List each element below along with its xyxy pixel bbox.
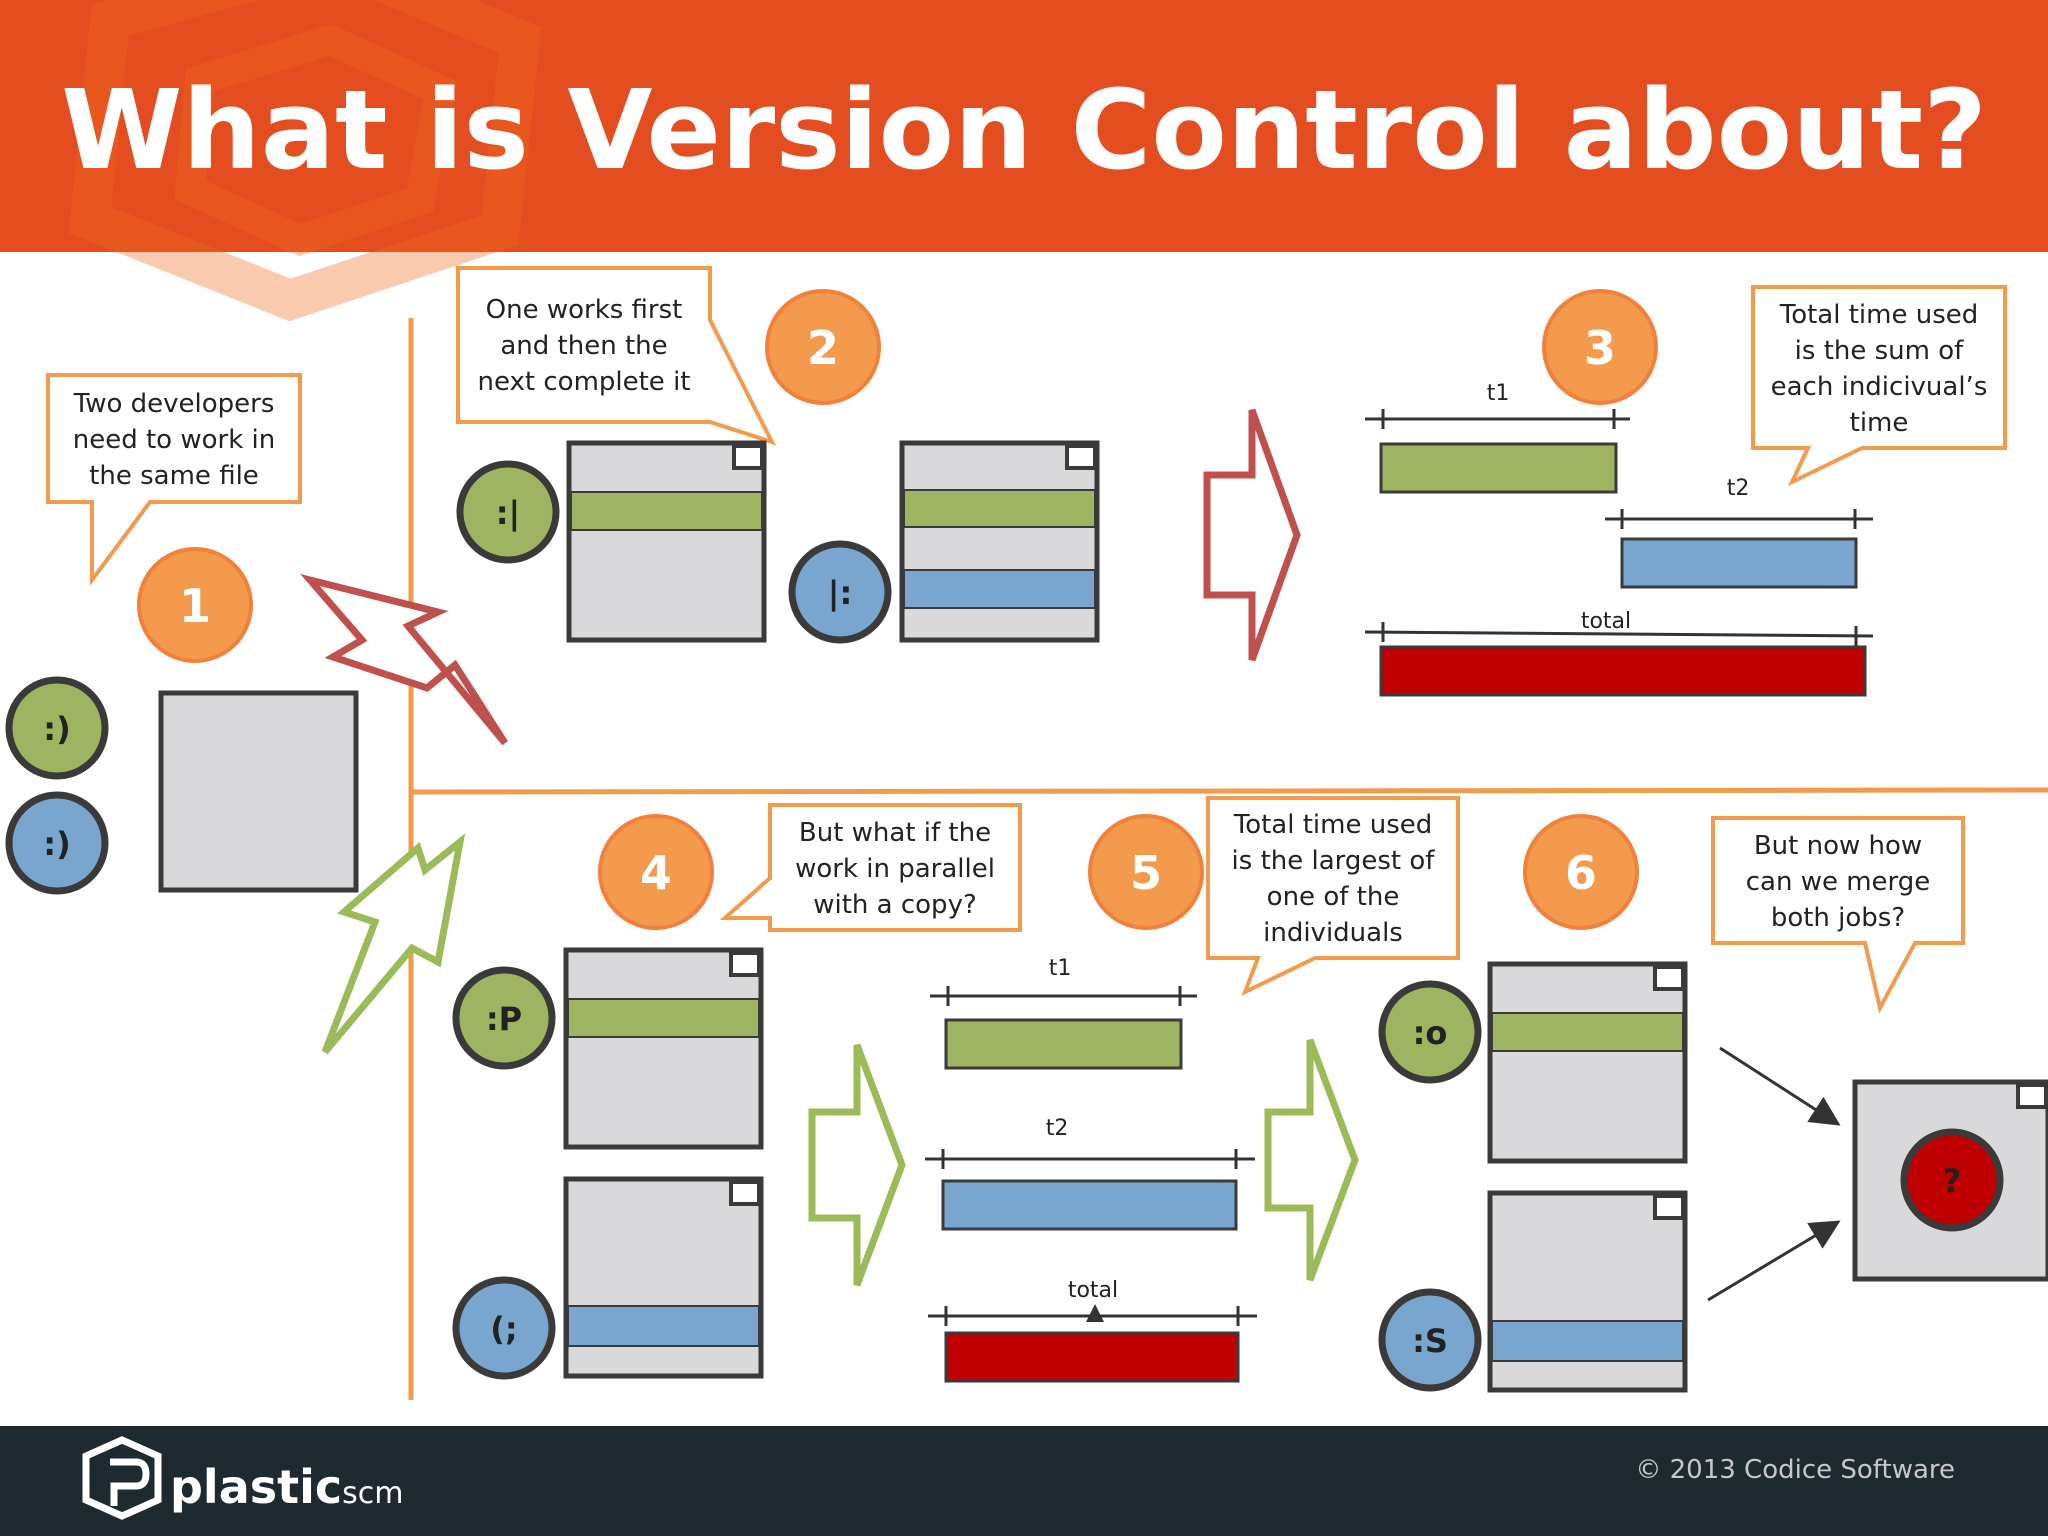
red-outline-arrow-right <box>1203 408 1301 662</box>
step-4-callout-line-1: But what if the <box>799 818 991 848</box>
svg-text:2: 2 <box>807 321 839 375</box>
step-2-callout-line-3: next complete it <box>478 367 691 397</box>
step-1-callout: Two developers need to work in the same … <box>46 373 302 587</box>
copyright-text: © 2013 Codice Software <box>1635 1455 1955 1485</box>
step-1-callout-line-1: Two developers <box>73 389 275 419</box>
merge-arrow-lower <box>1707 1220 1841 1302</box>
step-4-callout-line-2: work in parallel <box>795 854 995 884</box>
step-5-timeline-t1: t1 <box>930 956 1197 1070</box>
step-4-document-b <box>563 1176 764 1379</box>
step-3-timeline-t2: t2 <box>1605 476 1873 589</box>
svg-text:(;: (; <box>490 1310 517 1348</box>
svg-text:6: 6 <box>1565 846 1597 900</box>
svg-text:t2: t2 <box>1046 1116 1069 1141</box>
svg-text:total: total <box>1581 609 1631 634</box>
svg-text:3: 3 <box>1584 321 1616 375</box>
green-outline-arrow-right-2 <box>1264 1038 1359 1282</box>
step-2-badge: 2 <box>765 289 881 405</box>
step-6-document-a <box>1487 961 1688 1164</box>
horizontal-divider <box>410 787 2048 795</box>
svg-text::): :) <box>43 710 70 748</box>
header-watermark-logo <box>68 0 542 322</box>
step-1-face-green: :) <box>5 676 109 780</box>
step-3-callout-line-4: time <box>1850 408 1909 438</box>
svg-text::o: :o <box>1413 1014 1448 1052</box>
step-6-callout-line-3: both jobs? <box>1771 903 1905 933</box>
svg-text::): :) <box>43 825 70 863</box>
step-5-badge: 5 <box>1088 814 1204 930</box>
step-3-timeline-t1: t1 <box>1365 381 1630 494</box>
step-2-callout-line-2: and then the <box>500 331 667 361</box>
step-5-callout-line-3: one of the <box>1267 882 1400 912</box>
red-outline-arrow-up <box>300 573 508 746</box>
step-4-callout-line-3: with a copy? <box>813 890 977 920</box>
merge-conflict-icon <box>1900 1128 2004 1232</box>
step-6-document-b <box>1487 1190 1688 1393</box>
step-1-callout-line-2: need to work in <box>73 425 276 455</box>
svg-text:1: 1 <box>179 579 211 633</box>
step-2-callout: One works first and then the next comple… <box>456 266 776 446</box>
step-6-badge: 6 <box>1523 814 1639 930</box>
step-5-timeline-t2: t2 <box>925 1116 1255 1231</box>
step-2-face-green: :| <box>456 460 560 564</box>
step-3-badge: 3 <box>1542 289 1658 405</box>
svg-text:total: total <box>1068 1278 1118 1303</box>
step-2-document-b <box>899 440 1100 643</box>
svg-text:5: 5 <box>1130 846 1162 900</box>
plastic-logo-icon <box>82 1436 162 1520</box>
step-3-callout-line-3: each indicivual’s <box>1771 372 1988 402</box>
step-5-callout: Total time used is the largest of one of… <box>1206 796 1460 997</box>
step-6-face-blue: :S <box>1378 1288 1482 1392</box>
step-5-timeline-total: total <box>928 1278 1257 1383</box>
svg-text::S: :S <box>1412 1322 1448 1360</box>
merged-document: ? <box>1852 1079 2048 1282</box>
step-6-face-green: :o <box>1378 980 1482 1084</box>
step-5-callout-line-1: Total time used <box>1233 810 1433 840</box>
step-6-callout: But now how can we merge both jobs? <box>1711 816 1965 1014</box>
step-2-callout-line-1: One works first <box>486 295 683 325</box>
logo-wordmark: plasticscm <box>170 1460 404 1514</box>
svg-text:t2: t2 <box>1727 476 1750 501</box>
step-4-callout: But what if the work in parallel with a … <box>719 803 1022 932</box>
step-4-face-green: :P <box>452 966 556 1070</box>
step-3-callout: Total time used is the sum of each indic… <box>1751 285 2007 487</box>
step-1-badge: 1 <box>137 547 253 663</box>
step-6-callout-line-2: can we merge <box>1746 867 1931 897</box>
svg-text:t1: t1 <box>1049 956 1072 981</box>
green-outline-arrow-down <box>321 833 466 1055</box>
step-4-badge: 4 <box>598 814 714 930</box>
header-bar <box>0 0 2048 252</box>
step-2-face-blue: |: <box>788 540 892 644</box>
step-4-document-a <box>563 947 764 1150</box>
footer-bar <box>0 1426 2048 1536</box>
step-1-face-blue: :) <box>5 791 109 895</box>
svg-text::P: :P <box>486 1000 522 1038</box>
svg-text:4: 4 <box>640 846 672 900</box>
step-4-face-blue: (; <box>452 1276 556 1380</box>
green-outline-arrow-right-1 <box>808 1043 906 1287</box>
page-title: What is Version Control about? <box>61 66 1987 194</box>
step-1-document <box>158 690 359 893</box>
svg-text::|: :| <box>496 494 520 533</box>
svg-text:?: ? <box>1943 1162 1962 1200</box>
step-1-callout-line-3: the same file <box>89 461 259 491</box>
step-5-callout-line-4: individuals <box>1263 918 1403 948</box>
svg-text:|:: |: <box>828 574 852 613</box>
step-5-callout-line-2: is the largest of <box>1232 846 1436 876</box>
step-3-callout-line-1: Total time used <box>1779 300 1979 330</box>
step-3-timeline-total: total <box>1364 609 1874 697</box>
step-6-callout-line-1: But now how <box>1754 831 1922 861</box>
step-2-document-a <box>566 440 767 643</box>
step-3-callout-line-2: is the sum of <box>1795 336 1964 366</box>
merge-arrow-upper <box>1719 1046 1841 1126</box>
svg-text:t1: t1 <box>1487 381 1510 406</box>
